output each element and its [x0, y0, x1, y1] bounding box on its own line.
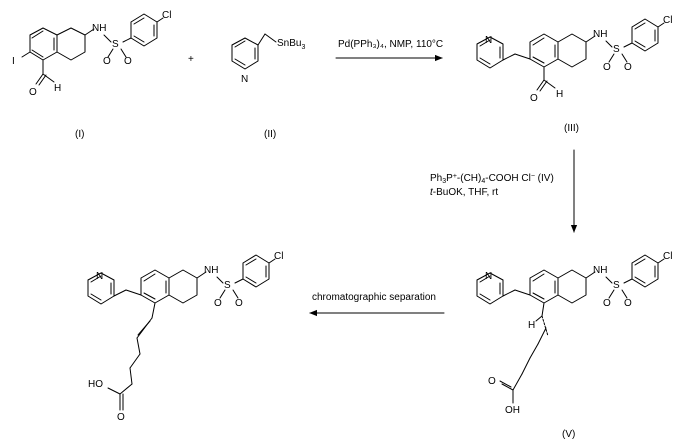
atom-label: SnBu3 [277, 38, 305, 51]
atom-label: O [603, 62, 611, 73]
reaction-arrow-step2: Ph3P+-(CH)4-COOH Cl− (IV) t-BuOK, THF, r… [430, 149, 578, 233]
atom-label: H [54, 83, 61, 94]
atom-label: O [530, 93, 538, 104]
atom-label: Cl [274, 251, 283, 262]
compound-II: N SnBu3 (II) [231, 33, 305, 140]
atom-label: NH [92, 23, 106, 34]
atom-label: O [488, 376, 496, 387]
compound-label-II: (II) [264, 129, 276, 140]
atom-label: O [117, 412, 125, 423]
atom-label: S [224, 280, 231, 291]
atom-label: HO [88, 379, 103, 390]
atom-label: N [485, 271, 492, 282]
atom-label: O [624, 62, 632, 73]
atom-label: O [124, 56, 132, 67]
reaction-arrow-step3: chromatographic separation [309, 292, 445, 317]
atom-label: OH [505, 405, 520, 416]
compound-III: N NH S O O Cl O H (III) [476, 15, 672, 134]
atom-label: H [556, 89, 563, 100]
compound-product: N NH S O O Cl HO O [87, 251, 283, 423]
atom-label: O [214, 298, 222, 309]
atom-label: NH [593, 265, 607, 276]
atom-label: Cl [663, 251, 672, 262]
atom-label: O [235, 298, 243, 309]
compound-I: I NH S O O Cl O H (I) [12, 10, 171, 140]
atom-label: S [613, 280, 620, 291]
compound-label-III: (III) [564, 123, 579, 134]
atom-label: H [528, 320, 535, 331]
atom-label: S [613, 44, 620, 55]
atom-label: O [624, 298, 632, 309]
compound-V: N NH S O O Cl H O OH (V) [476, 251, 672, 440]
compound-label-I: (I) [75, 129, 84, 140]
atom-label: N [96, 271, 103, 282]
atom-label: NH [593, 29, 607, 40]
atom-label: Cl [162, 10, 171, 21]
atom-label: O [603, 298, 611, 309]
atom-label: N [241, 74, 248, 85]
step1-conditions: Pd(PPh₃)₄, NMP, 110°C [338, 39, 443, 50]
atom-label: N [485, 35, 492, 46]
atom-label: O [29, 87, 37, 98]
atom-label: I [12, 56, 15, 67]
plus-sign: + [188, 54, 194, 65]
step2-reagent-line1: Ph3P+-(CH)4-COOH Cl− (IV) [430, 173, 554, 185]
atom-label: NH [204, 265, 218, 276]
atom-label: S [112, 39, 119, 50]
reaction-arrow-step1: Pd(PPh₃)₄, NMP, 110°C [335, 39, 443, 62]
compound-label-V: (V) [562, 429, 575, 440]
atom-label: O [103, 56, 111, 67]
step3-conditions: chromatographic separation [312, 292, 436, 303]
atom-label: Cl [663, 15, 672, 26]
step2-reagent-line2: t-BuOK, THF, rt [430, 187, 498, 198]
